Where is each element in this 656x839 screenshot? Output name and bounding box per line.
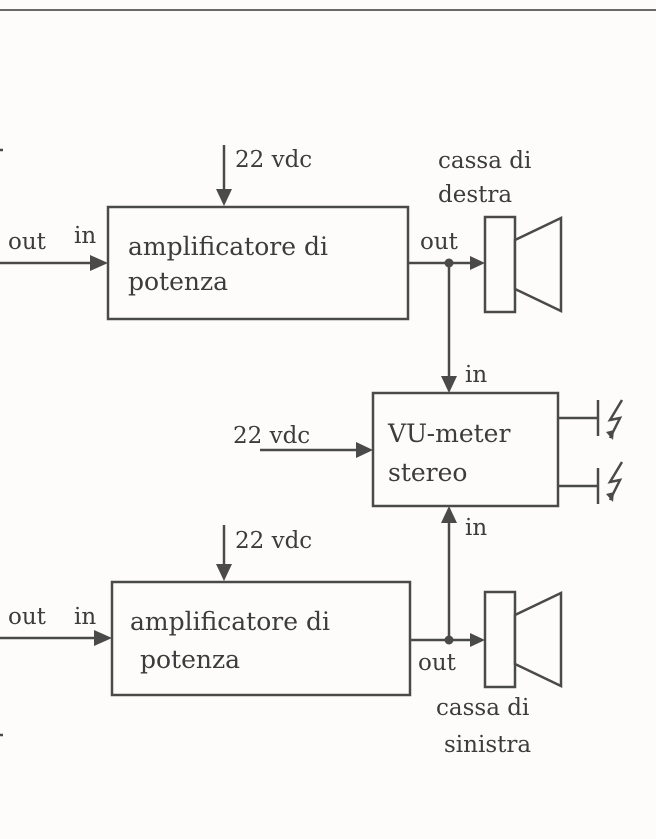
top-amp-input-out-label: out: [8, 229, 47, 255]
top-amp-input-arrow: [90, 255, 108, 271]
lamp-bolt-icon: [607, 399, 624, 439]
lamp-bolt-tip: [606, 430, 614, 440]
vu-meter-box: [371, 391, 560, 508]
top-speaker-magnet: [483, 215, 517, 314]
top-amp-output-label: out: [420, 229, 459, 255]
bottom-speaker-label-line1: cassa di: [436, 695, 529, 721]
bottom-amp-title-line1: amplificatore di: [130, 607, 330, 636]
bottom-amp-input-arrow: [94, 630, 112, 646]
top-speaker-label-line2: destra: [438, 182, 512, 208]
top-amp-input-in-label: in: [74, 223, 96, 249]
bottom-amp-supply-label: 22 vdc: [235, 528, 312, 554]
speaker-icon: [483, 590, 563, 689]
lamp-bolt-icon: [607, 461, 624, 501]
bottom-speaker-label-line2: sinistra: [444, 732, 531, 758]
bottom-amp-title-line2: potenza: [140, 645, 240, 674]
vu-meter-title-line1: VU-meter: [387, 419, 510, 448]
bottom-amplifier: 22 vdc out in amplificatore di potenza o…: [0, 525, 485, 697]
bottom-speaker-cone: [513, 591, 563, 688]
bottom-amp-output-label: out: [418, 650, 457, 676]
vu-top-input-arrow: [441, 376, 457, 393]
top-amplifier: 22 vdc out in amplificatore di potenza o…: [0, 145, 485, 321]
vu-bottom-input-arrow: [441, 506, 457, 523]
bottom-junction-dot: [444, 635, 454, 645]
top-amp-title-line1: amplificatore di: [128, 232, 328, 261]
vu-top-in-label: in: [465, 362, 487, 388]
speaker-icon: [483, 215, 563, 314]
bottom-amp-supply-arrow: [216, 564, 232, 581]
top-amp-supply-label: 22 vdc: [235, 147, 312, 173]
top-amp-supply-arrow: [216, 189, 232, 206]
vu-supply-arrow: [356, 442, 373, 458]
top-speaker-cone: [513, 216, 563, 313]
vu-supply-label: 22 vdc: [233, 423, 310, 449]
top-amp-output-arrow: [470, 256, 485, 270]
vu-bottom-in-label: in: [465, 515, 487, 541]
lamp-bolt-tip: [606, 492, 614, 502]
top-amp-box: [106, 205, 410, 321]
top-amp-title-line2: potenza: [128, 267, 228, 296]
bottom-amp-box: [110, 580, 412, 697]
bottom-speaker-magnet: [483, 590, 517, 689]
vu-meter-title-line2: stereo: [388, 458, 467, 487]
top-speaker-label-line1: cassa di: [438, 148, 531, 174]
bottom-amp-output-arrow: [470, 633, 485, 647]
vu-meter: VU-meter stereo 22 vdc: [233, 391, 624, 508]
bottom-amp-input-in-label: in: [74, 604, 96, 630]
bottom-amp-input-out-label: out: [8, 604, 47, 630]
